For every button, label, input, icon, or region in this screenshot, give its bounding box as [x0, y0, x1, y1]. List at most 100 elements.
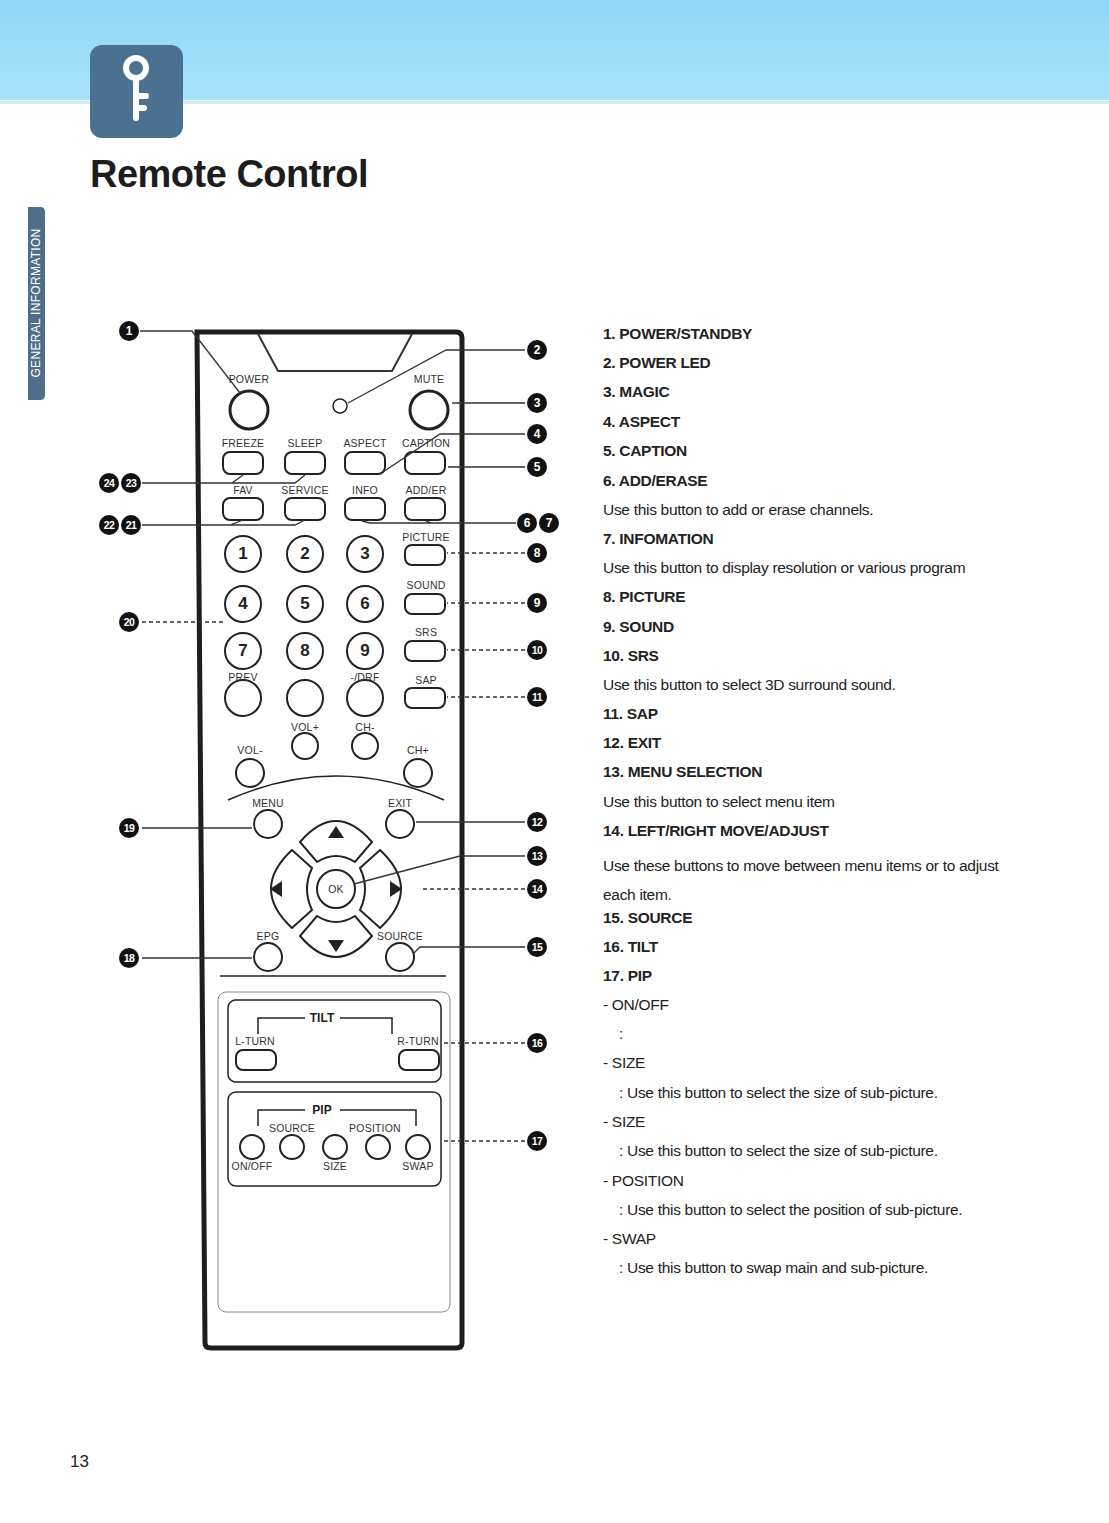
list-text: : Use this button to select the position…	[619, 1201, 962, 1219]
callout-number: 16	[527, 1033, 547, 1053]
callout-number: 8	[527, 543, 547, 563]
button-label: VOL+	[291, 721, 319, 733]
callout-number: 5	[527, 457, 547, 477]
digit-key: 7	[238, 641, 247, 661]
list-text: - SIZE	[603, 1054, 645, 1072]
leader-lines	[140, 331, 525, 958]
button-label: SAP	[415, 674, 437, 686]
list-heading: 6. ADD/ERASE	[603, 472, 707, 490]
button-label: POWER	[229, 373, 270, 385]
button-label: SOURCE	[377, 930, 423, 942]
remote-body	[197, 332, 462, 1348]
list-text: - ON/OFF	[603, 996, 669, 1014]
list-heading: 8. PICTURE	[603, 588, 685, 606]
list-heading: 13. MENU SELECTION	[603, 763, 762, 781]
list-heading: 10. SRS	[603, 647, 659, 665]
digit-key: 6	[360, 594, 369, 614]
button-label: PREV	[228, 671, 257, 683]
callout-number: 4	[527, 424, 547, 444]
callout-number: 14	[527, 879, 547, 899]
button-label: POSITION	[349, 1122, 401, 1134]
callout-number: 7	[539, 513, 559, 533]
list-text: : Use this button to swap main and sub-p…	[619, 1259, 928, 1277]
page-title: Remote Control	[90, 153, 368, 196]
button-label: CH-	[355, 721, 374, 733]
list-heading: 9. SOUND	[603, 618, 674, 636]
list-text: :	[619, 1025, 623, 1043]
button-label: OK	[328, 883, 344, 895]
callout-number: 10	[527, 640, 547, 660]
button-label: CAPTION	[402, 437, 450, 449]
button-label: -/DRF	[351, 671, 380, 683]
callout-number: 18	[119, 948, 139, 968]
button-label: EXIT	[388, 797, 412, 809]
button-label: MUTE	[414, 373, 445, 385]
list-text: Use this button to select 3D surround so…	[603, 676, 896, 694]
list-heading: 4. ASPECT	[603, 413, 680, 431]
button-label: FREEZE	[222, 437, 265, 449]
key-symbol	[126, 58, 146, 118]
list-text: : Use this button to select the size of …	[619, 1084, 938, 1102]
digit-key: 2	[300, 544, 309, 564]
callout-number: 15	[527, 937, 547, 957]
list-heading: 7. INFOMATION	[603, 530, 713, 548]
callout-number: 23	[121, 473, 141, 493]
list-heading: 3. MAGIC	[603, 383, 670, 401]
button-label: MENU	[252, 797, 284, 809]
button-label: SIZE	[323, 1160, 347, 1172]
list-text: Use this button to add or erase channels…	[603, 501, 873, 519]
list-heading: 16. TILT	[603, 938, 658, 956]
button-label: SOUND	[407, 579, 446, 591]
callout-number: 17	[527, 1131, 547, 1151]
callout-number: 3	[527, 393, 547, 413]
page-number: 13	[70, 1452, 89, 1472]
key-icon	[90, 45, 183, 138]
list-text: - SWAP	[603, 1230, 656, 1248]
panel-title: TILT	[310, 1011, 334, 1025]
remote-panels	[218, 776, 450, 1312]
button-label: INFO	[352, 484, 378, 496]
button-label: PICTURE	[402, 531, 450, 543]
side-tab	[28, 207, 45, 400]
button-label: L-TURN	[235, 1035, 275, 1047]
button-label: SOURCE	[269, 1122, 315, 1134]
list-text: Use this button to display resolution or…	[603, 559, 965, 577]
button-label: ASPECT	[343, 437, 386, 449]
list-text: - POSITION	[603, 1172, 684, 1190]
button-label: SWAP	[402, 1160, 433, 1172]
button-label: ADD/ER	[406, 484, 447, 496]
digit-key: 8	[300, 641, 309, 661]
callout-number: 12	[527, 812, 547, 832]
callout-number: 6	[517, 513, 537, 533]
button-label: VOL-	[237, 744, 262, 756]
list-heading: 5. CAPTION	[603, 442, 687, 460]
list-heading: 15. SOURCE	[603, 909, 692, 927]
callout-number: 19	[119, 818, 139, 838]
panel-title: PIP	[312, 1103, 331, 1117]
callout-number: 2	[527, 340, 547, 360]
callout-number: 21	[121, 515, 141, 535]
callout-number: 9	[527, 593, 547, 613]
callout-number: 1	[119, 321, 139, 341]
list-heading: 12. EXIT	[603, 734, 661, 752]
button-label: SRS	[415, 626, 437, 638]
callout-number: 24	[99, 473, 119, 493]
list-heading: 14. LEFT/RIGHT MOVE/ADJUST	[603, 822, 829, 840]
button-label: FAV	[233, 484, 253, 496]
digit-key: 9	[360, 641, 369, 661]
list-heading: 17. PIP	[603, 967, 652, 985]
callout-number: 20	[119, 612, 139, 632]
list-heading: 11. SAP	[603, 705, 658, 723]
digit-key: 1	[238, 544, 247, 564]
digit-key: 5	[300, 594, 309, 614]
list-text: - SIZE	[603, 1113, 645, 1131]
callout-number: 11	[527, 687, 547, 707]
list-heading: 1. POWER/STANDBY	[603, 325, 752, 343]
button-label: SERVICE	[281, 484, 328, 496]
button-label: EPG	[257, 930, 280, 942]
digit-key: 4	[238, 594, 247, 614]
section-tab-label: GENERAL INFORMATION	[29, 228, 43, 377]
list-text: Use these buttons to move between menu i…	[603, 851, 1023, 909]
remote-buttons	[223, 391, 448, 1159]
